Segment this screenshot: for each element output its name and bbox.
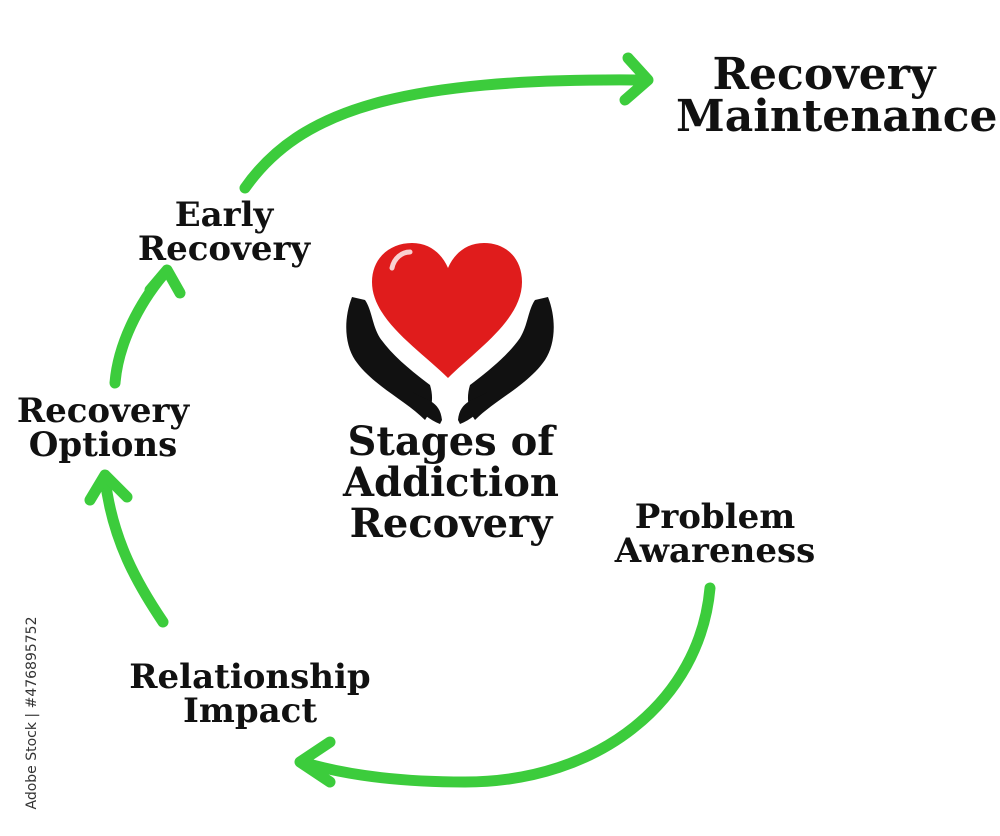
diagram-title: Stages of Addiction Recovery: [338, 418, 564, 547]
stock-image-id: Adobe Stock | #476895752: [24, 616, 40, 810]
stage-label-line: Impact: [182, 691, 318, 731]
stage-early-recovery: Early Recovery: [134, 198, 314, 266]
title-line: Stages of: [347, 418, 555, 465]
stage-label-line: Maintenance: [676, 90, 998, 142]
stage-label-line: Recovery: [712, 49, 936, 100]
stage-problem-awareness: Problem Awareness: [612, 500, 818, 568]
stage-label-line: Recovery: [137, 229, 311, 269]
stage-recovery-maintenance: Recovery Maintenance: [676, 49, 998, 142]
arrow-early-to-maintenance: [239, 52, 654, 194]
stage-label-line: Options: [28, 425, 178, 465]
arrow-relationship-to-options: [84, 469, 169, 628]
arrow-awareness-to-relationship: [294, 582, 716, 788]
stage-label-line: Relationship: [129, 657, 371, 697]
stage-relationship-impact: Relationship Impact: [128, 660, 372, 728]
arrow-options-to-early: [109, 264, 186, 389]
stage-label-line: Awareness: [614, 531, 816, 571]
title-line: Recovery: [349, 499, 553, 547]
stage-label-line: Recovery: [16, 391, 190, 431]
stage-recovery-options: Recovery Options: [12, 394, 194, 462]
stage-label-line: Problem: [634, 497, 796, 537]
title-line: Addiction: [343, 458, 559, 506]
stage-label-line: Early: [174, 195, 274, 235]
heart-in-hands-icon: [346, 243, 554, 424]
